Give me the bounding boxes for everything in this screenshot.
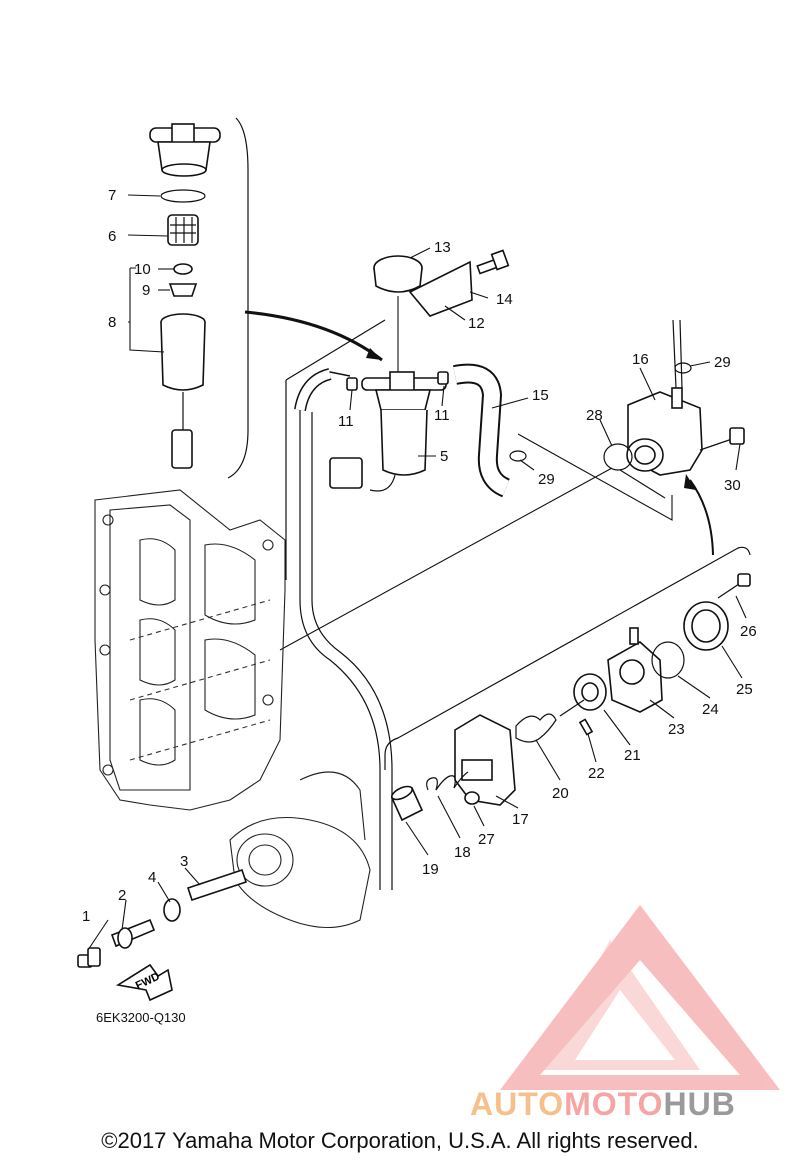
inset-bracket-left — [227, 117, 249, 479]
bolt-14 — [476, 249, 510, 275]
label-30: 30 — [724, 477, 741, 494]
plate-25 — [683, 601, 729, 651]
label-9: 9 — [142, 282, 150, 299]
label-8: 8 — [108, 314, 116, 331]
label-23: 23 — [668, 721, 685, 738]
clip-11-right — [437, 371, 449, 385]
watermark-logo — [500, 905, 780, 1090]
label-11-right: 11 — [434, 407, 450, 424]
label-19: 19 — [422, 861, 439, 878]
clip-29-upper — [674, 362, 692, 374]
lower-housing — [229, 771, 371, 928]
shaft-3 — [186, 868, 248, 902]
label-10: 10 — [134, 261, 151, 278]
filter-cup-8 — [160, 313, 206, 469]
watermark-hub: HUB — [663, 1086, 736, 1122]
label-7: 7 — [108, 187, 116, 204]
filter-cap — [149, 123, 221, 177]
float-9 — [168, 283, 198, 297]
label-12: 12 — [468, 315, 485, 332]
fuel-line-d — [285, 319, 386, 381]
inset-bracket-right — [384, 546, 751, 770]
bracket-12-13 — [373, 255, 473, 317]
label-28: 28 — [586, 407, 603, 424]
washer-10 — [173, 263, 193, 275]
label-16: 16 — [632, 351, 649, 368]
filter-element-6 — [167, 214, 199, 246]
fwd-arrow: FWD — [115, 963, 173, 1002]
plunger-19 — [390, 785, 424, 822]
engine-block — [94, 489, 286, 811]
bolt-30 — [699, 427, 745, 451]
diagram-code: 6EK3200-Q130 — [96, 1010, 186, 1025]
leader-lines — [87, 194, 747, 951]
gasket-24 — [651, 641, 685, 679]
label-11-left: 11 — [338, 413, 354, 430]
watermark-text: AUTOMOTOHUB — [470, 1086, 736, 1123]
watermark-auto: AUTO — [470, 1086, 565, 1122]
label-6: 6 — [108, 228, 116, 245]
label-27: 27 — [478, 831, 495, 848]
label-29-upper: 29 — [714, 354, 731, 371]
clip-11-left — [346, 377, 358, 391]
copyright-notice: ©2017 Yamaha Motor Corporation, U.S.A. A… — [101, 1128, 699, 1153]
label-20: 20 — [552, 785, 569, 802]
label-25: 25 — [736, 681, 753, 698]
label-17: 17 — [512, 811, 529, 828]
label-18: 18 — [454, 844, 471, 861]
label-3: 3 — [180, 853, 188, 870]
screw-26 — [717, 573, 751, 599]
pump-cover-23 — [607, 627, 663, 713]
label-29-lower: 29 — [538, 471, 555, 488]
spring-20 — [515, 713, 557, 743]
fuel-line-b — [311, 412, 393, 890]
fuel-filter-5 — [329, 371, 447, 492]
label-1: 1 — [82, 908, 90, 925]
label-2: 2 — [118, 887, 126, 904]
o-ring-7 — [160, 189, 206, 203]
watermark-moto: MOTO — [564, 1086, 664, 1122]
gasket-28 — [603, 443, 633, 471]
label-4: 4 — [148, 869, 156, 886]
spring-18 — [426, 771, 469, 791]
label-13: 13 — [434, 239, 451, 256]
fuel-pump-16 — [626, 319, 703, 476]
label-26: 26 — [740, 623, 757, 640]
collar-4 — [163, 898, 181, 922]
plug-1 — [77, 947, 101, 968]
valve-2 — [110, 918, 156, 949]
label-14: 14 — [496, 291, 513, 308]
nut-27 — [464, 791, 480, 805]
label-24: 24 — [702, 701, 719, 718]
label-5: 5 — [440, 448, 448, 465]
pin-22 — [578, 718, 594, 736]
label-22: 22 — [588, 765, 605, 782]
clip-29-lower — [509, 450, 527, 462]
diaphragm-21 — [559, 673, 607, 717]
pump-body-17 — [454, 714, 516, 806]
label-15: 15 — [532, 387, 549, 404]
detail-arrow — [244, 310, 383, 362]
fuel-line-a — [299, 410, 381, 890]
pump-arrow — [689, 479, 714, 556]
label-21: 21 — [624, 747, 641, 764]
